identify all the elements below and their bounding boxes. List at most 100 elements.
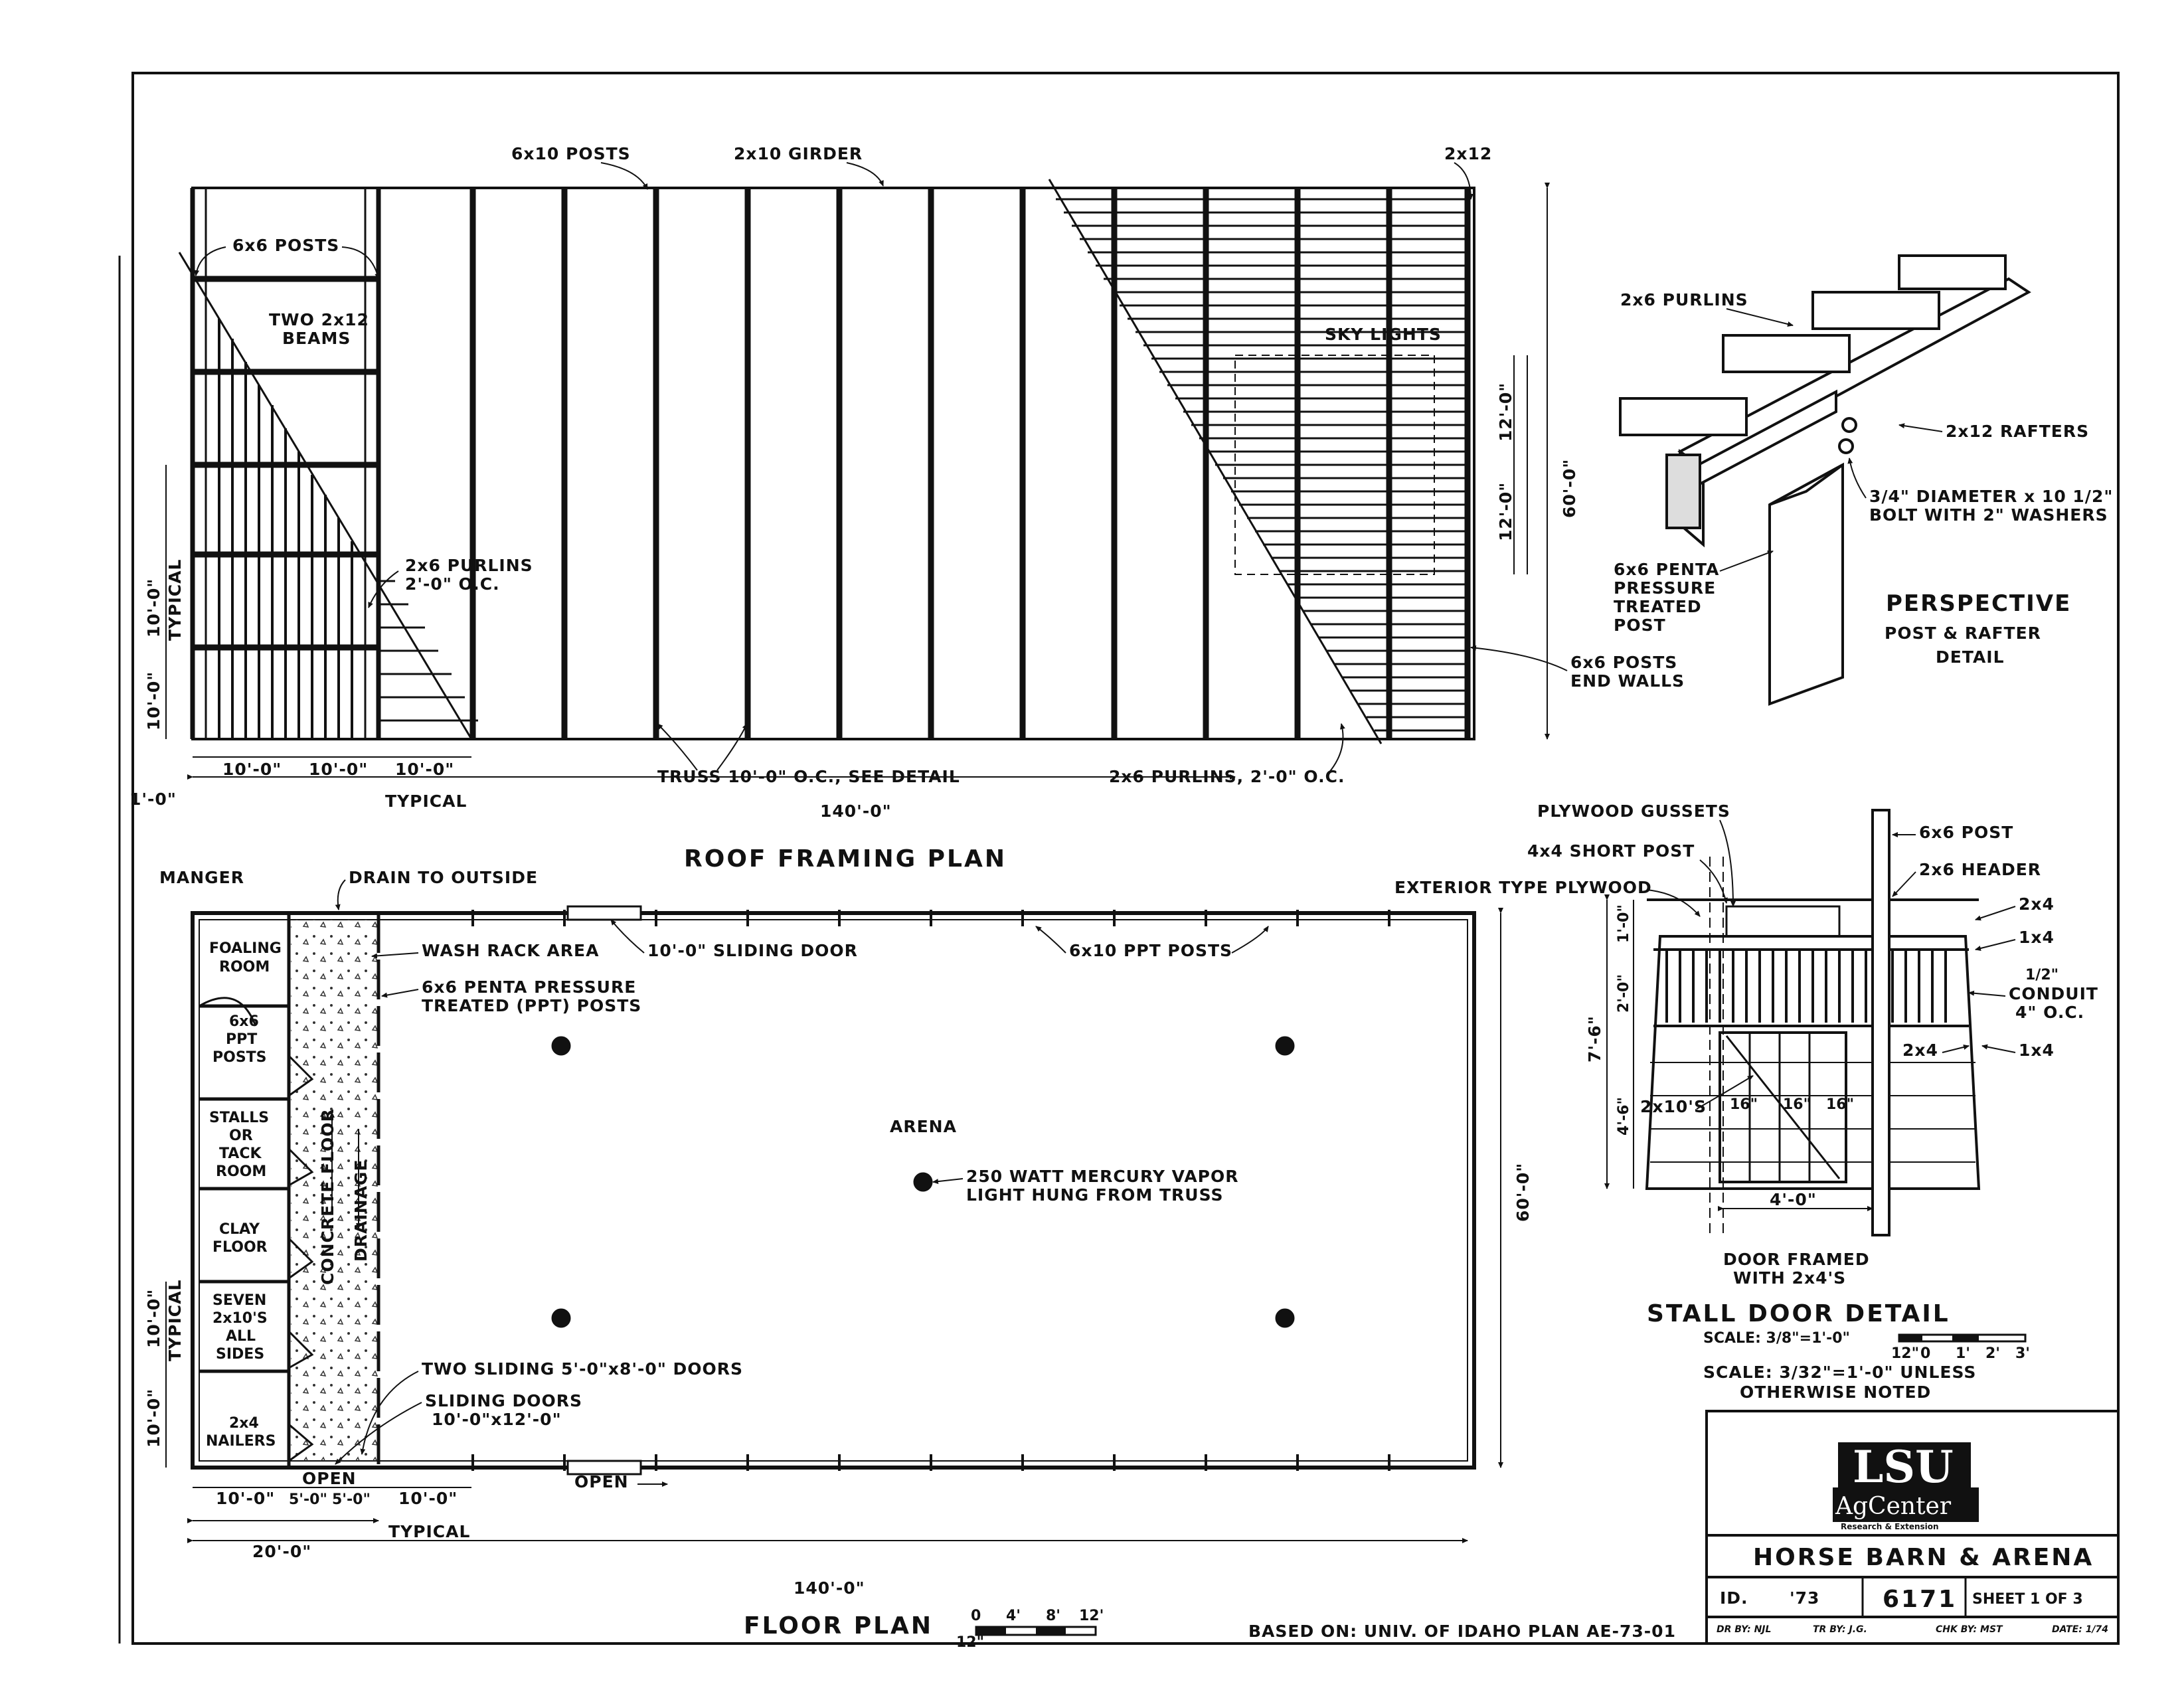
project-title: HORSE BARN & ARENA: [1753, 1544, 2094, 1571]
label-short-post: 4x4 SHORT POST: [1527, 841, 1695, 861]
label-spacing-3: 16": [1826, 1096, 1854, 1113]
label-sliding-door-top: 10'-0" SLIDING DOOR: [647, 941, 858, 960]
dim-stall-width: 10'-0": [216, 1489, 275, 1508]
label-foaling-2: ROOM: [219, 959, 270, 975]
label-sky-lights: SKY LIGHTS: [1325, 325, 1442, 344]
perspective-title-2: POST & RAFTER: [1885, 624, 2041, 643]
dim-floor-typical: TYPICAL: [388, 1522, 470, 1541]
label-persp-bolt-2: BOLT WITH 2" WASHERS: [1869, 505, 2108, 525]
note-scale-1: SCALE: 3/32"=1'-0" UNLESS: [1703, 1363, 1976, 1382]
svg-text:LSU: LSU: [1853, 1441, 1954, 1493]
perspective-labels: 2x6 PURLINS 2x12 RAFTERS 3/4" DIAMETER x…: [1614, 290, 2113, 667]
dim-roof-length: 140'-0": [820, 802, 892, 821]
floor-scale-tick-2: 4': [1006, 1608, 1021, 1624]
label-end-walls: END WALLS: [1570, 671, 1685, 691]
stall-scale-tick-5: 3': [2015, 1345, 2030, 1362]
arena-light-marker: [1275, 1036, 1295, 1056]
label-clay-2: FLOOR: [212, 1239, 268, 1256]
stall-door-drawing: [1604, 809, 1981, 1236]
floor-scale-tick-3: 8': [1046, 1608, 1060, 1624]
stall-scale-tick-3: 1': [1956, 1345, 1970, 1362]
title-state: ID.: [1720, 1588, 1748, 1608]
label-2x6-purlins: 2x6 PURLINS: [405, 556, 533, 575]
arena-light-marker: [551, 1308, 571, 1328]
svg-text:AgCenter: AgCenter: [1835, 1493, 1952, 1520]
label-ppt-1: 6x6: [229, 1013, 259, 1030]
roof-framing-plan-title: ROOF FRAMING PLAN: [684, 845, 1007, 873]
label-top-1x4: 1x4: [2019, 928, 2055, 947]
dim-door-top: 1'-0": [1616, 904, 1632, 943]
dim-barn-width: 20'-0": [252, 1542, 311, 1561]
label-persp-rafters: 2x12 RAFTERS: [1946, 422, 2089, 441]
label-truss-note: TRUSS 10'-0" O.C., SEE DETAIL: [657, 767, 960, 786]
perspective-leaders: [1719, 308, 1943, 572]
stall-door-leaders: [1646, 819, 2016, 1110]
dim-door-bottom: 4'-6": [1616, 1097, 1632, 1136]
label-6x6-end-posts: 6x6 POSTS: [1570, 653, 1677, 672]
dim-floor-vertical-typical: TYPICAL: [165, 1280, 185, 1361]
sheet-border: [131, 72, 2120, 1645]
label-drain: DRAIN TO OUTSIDE: [349, 868, 538, 887]
svg-text:Research & Extension: Research & Extension: [1841, 1522, 1939, 1531]
label-2x10-girder: 2x10 GIRDER: [734, 144, 863, 163]
perspective-detail-drawing: [1619, 254, 2031, 706]
label-conduit-1: 1/2": [2025, 967, 2058, 983]
roof-leaders: [194, 162, 1568, 774]
dim-floor-bay: 10'-0": [398, 1489, 458, 1508]
stall-door-scale: SCALE: 3/8"=1'-0": [1703, 1330, 1850, 1347]
dim-vertical-2: 10'-0": [144, 671, 163, 730]
traced-by: TR BY: J.G.: [1813, 1624, 1867, 1635]
dim-typical: TYPICAL: [385, 792, 467, 811]
label-2x12: 2x12: [1444, 144, 1492, 163]
floor-scale-start: 12": [956, 1634, 984, 1651]
floor-leaders: [335, 879, 1269, 1487]
label-ext-plywood: EXTERIOR TYPE PLYWOOD: [1394, 878, 1652, 897]
arena-light-marker: [913, 1172, 933, 1192]
label-seven-3: ALL: [226, 1328, 256, 1345]
label-top-2x4: 2x4: [2019, 894, 2055, 914]
label-arena: ARENA: [890, 1117, 957, 1136]
label-nailers-2: NAILERS: [206, 1433, 276, 1450]
label-open-aisle: OPEN: [302, 1469, 357, 1488]
stall-door-title: STALL DOOR DETAIL: [1647, 1300, 1950, 1327]
lsu-agcenter-logo: LSU AgCenter Research & Extension: [1833, 1441, 1979, 1531]
label-drainage: DRAINAGE: [351, 1159, 371, 1262]
dim-bay-3: 10'-0": [395, 760, 454, 779]
label-conduit-3: 4" O.C.: [2015, 1003, 2084, 1022]
label-framed-2: WITH 2x4'S: [1733, 1268, 1846, 1288]
dim-overhang: 1'-0": [129, 790, 177, 809]
floor-scale-tick-1: 0: [971, 1608, 981, 1624]
label-conduit-2: CONDUIT: [2009, 984, 2098, 1003]
label-two-2x12: TWO 2x12: [269, 310, 369, 329]
floor-scale-tick-4: 12': [1079, 1608, 1104, 1624]
dim-floor-vertical-1: 10'-0": [144, 1289, 163, 1348]
stall-scale-bar: 12" 0 1' 2' 3': [1891, 1333, 2030, 1362]
roof-dimension-lines: [165, 183, 1550, 780]
roof-framing-plan: [165, 179, 1550, 780]
label-open-bottom: OPEN: [574, 1472, 629, 1491]
roof-labels: 6x10 POSTS 2x10 GIRDER 2x12 6x6 POSTS TW…: [129, 144, 1685, 873]
label-door-width: 4'-0": [1770, 1190, 1817, 1209]
label-sliding-1: SLIDING DOORS: [425, 1391, 582, 1410]
label-persp-purlins: 2x6 PURLINS: [1620, 290, 1748, 309]
dim-aisle-1: 5'-0": [289, 1491, 327, 1508]
dim-floor-vertical-2: 10'-0": [144, 1389, 163, 1448]
dim-roof-width: 60'-0": [1560, 459, 1579, 518]
label-concrete-floor: CONCRETE FLOOR: [318, 1108, 337, 1285]
label-penta-2: TREATED (PPT) POSTS: [422, 996, 641, 1015]
label-boards: 2x10'S: [1640, 1097, 1707, 1116]
label-6x6-posts: 6x6 POSTS: [232, 236, 339, 255]
title-year: '73: [1790, 1588, 1819, 1608]
label-two-sliding: TWO SLIDING 5'-0"x8'-0" DOORS: [422, 1359, 743, 1379]
label-purlins-note: 2x6 PURLINS, 2'-0" O.C.: [1109, 767, 1345, 786]
drawn-by: DR BY: NJL: [1717, 1624, 1771, 1635]
label-stalls-4: ROOM: [216, 1163, 266, 1180]
label-6x10-posts: 6x10 POSTS: [511, 144, 631, 163]
label-persp-post-1: 6x6 PENTA: [1614, 560, 1719, 579]
label-sliding-2: 10'-0"x12'-0": [432, 1410, 562, 1429]
label-persp-bolt-1: 3/4" DIAMETER x 10 1/2": [1869, 487, 2113, 506]
date: DATE: 1/74: [2052, 1624, 2108, 1635]
floor-plan-title: FLOOR PLAN: [744, 1612, 933, 1640]
arena-light-marker: [551, 1036, 571, 1056]
